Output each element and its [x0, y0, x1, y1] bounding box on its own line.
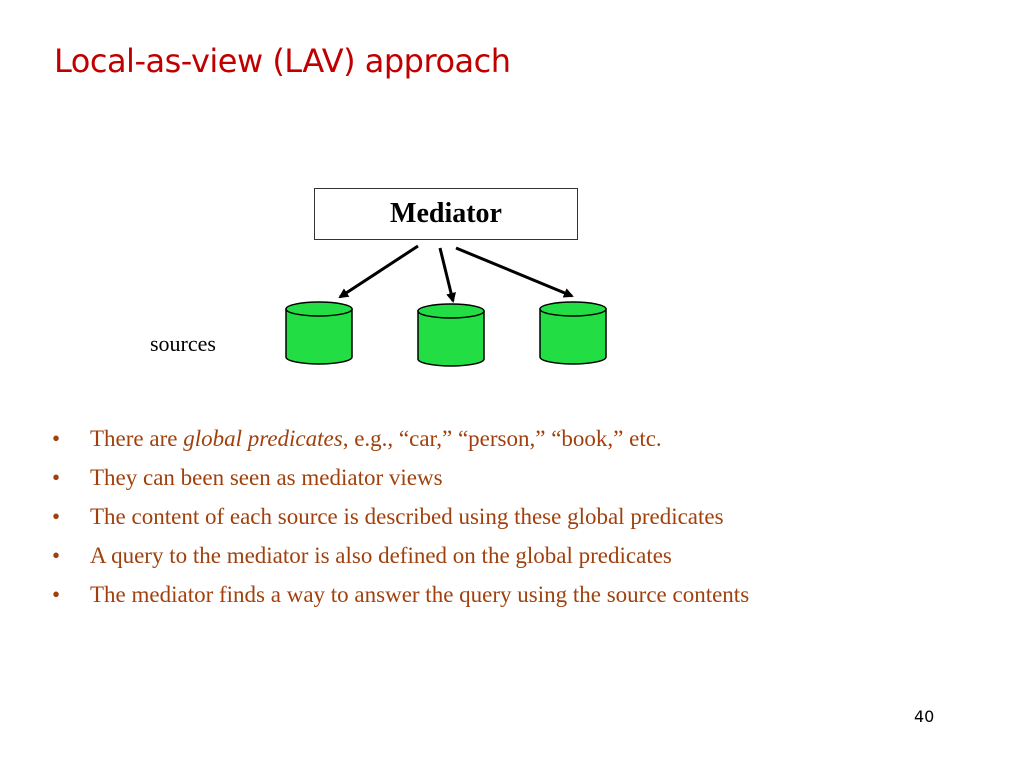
bullet-item: They can been seen as mediator views — [48, 463, 928, 493]
source-cylinder-2 — [417, 303, 485, 367]
source-cylinder-1 — [285, 301, 353, 365]
page-number: 40 — [914, 707, 935, 726]
mediator-box: Mediator — [314, 188, 578, 240]
arrow-middle — [438, 247, 456, 303]
bullet-text: The mediator finds a way to answer the q… — [90, 582, 750, 607]
slide-title: Local-as-view (LAV) approach — [54, 42, 511, 80]
bullet-text-prefix: There are — [90, 426, 184, 451]
bullet-item: A query to the mediator is also defined … — [48, 541, 928, 571]
sources-label: sources — [150, 331, 216, 356]
arrow-right — [455, 246, 574, 298]
source-cylinder-3 — [539, 301, 607, 365]
bullet-text: They can been seen as mediator views — [90, 465, 443, 490]
bullet-text: The content of each source is described … — [90, 504, 724, 529]
bullet-item: The content of each source is described … — [48, 502, 928, 532]
arrow-left — [338, 244, 419, 299]
bullet-item: There are global predicates, e.g., “car,… — [48, 424, 928, 454]
bullet-item: The mediator finds a way to answer the q… — [48, 580, 928, 610]
bullet-text-emphasis: global predicates — [183, 426, 343, 451]
bullet-text: A query to the mediator is also defined … — [90, 543, 672, 568]
bullet-list: There are global predicates, e.g., “car,… — [48, 424, 928, 619]
mediator-label: Mediator — [390, 198, 502, 229]
bullet-text-suffix: , e.g., “car,” “person,” “book,” etc. — [342, 426, 662, 451]
